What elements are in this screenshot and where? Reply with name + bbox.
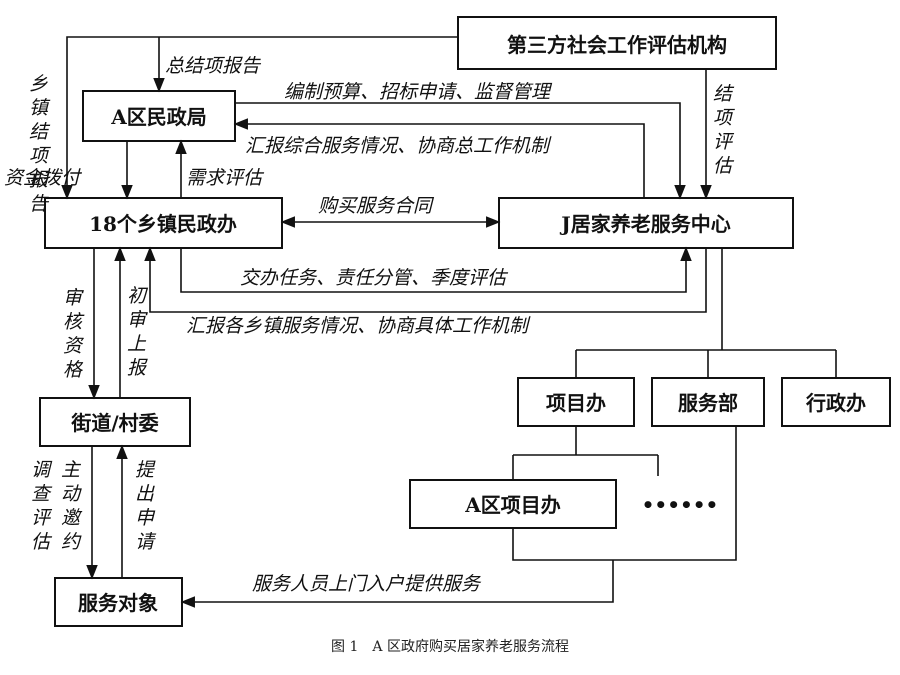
edge-third-to-township [61,36,458,200]
node-target: 服务对象 [54,577,183,627]
node-service-center: J居家养老服务中心 [498,197,794,249]
service-dept-label: 服务部 [678,391,738,415]
label-need-eval: 需求评估 [186,167,265,189]
a-project-office-label: A区项目办 [464,493,561,517]
third-party-label: 第三方社会工作评估机构 [507,33,727,57]
node-township: 18个乡镇民政办 [44,197,283,249]
label-budget: 编制预算、招标申请、监督管理 [284,81,553,103]
edge-dept-to-target [180,560,614,608]
ellipsis-text: •••••• [642,493,719,517]
node-service-dept: 服务部 [651,377,765,427]
label-initial-report: 初审上报 [127,285,149,379]
edge-dept-loop [512,426,737,561]
label-report-township: 汇报各乡镇服务情况、协商具体工作机制 [186,315,531,337]
figure-caption: 图 1 A 区政府购买居家养老服务流程 [331,639,569,655]
label-fund-pay: 资金拨付 [4,167,83,189]
edge-township-to-center [180,246,692,293]
edge-bureau-to-center [235,102,686,200]
label-survey: 调查评估 [31,459,53,553]
edge-center-to-township [144,246,707,313]
node-third-party: 第三方社会工作评估机构 [457,16,777,70]
service-center-label: J居家养老服务中心 [559,212,730,236]
flow-diagram: 第三方社会工作评估机构 A区民政局 18个乡镇民政办 J居家养老服务中心 街道/… [4,16,891,627]
label-closure-eval: 结项评估 [713,83,735,177]
township-label: 18个乡镇民政办 [89,212,237,236]
node-admin-office: 行政办 [781,377,891,427]
street-label: 街道/村委 [70,411,158,435]
node-street: 街道/村委 [39,397,191,447]
target-label: 服务对象 [78,591,158,615]
civil-bureau-label: A区民政局 [110,105,207,129]
label-final-report: 总结项报告 [165,55,262,77]
node-project-office: 项目办 [517,377,635,427]
label-contract: 购买服务合同 [318,195,435,217]
label-town-report: 乡镇结项报告 [29,73,51,215]
label-assign: 交办任务、责任分管、季度评估 [240,267,509,289]
label-review: 审核资格 [63,287,85,381]
admin-office-label: 行政办 [805,391,866,415]
node-civil-bureau: A区民政局 [82,90,236,142]
node-a-project-office: A区项目办 [409,479,617,529]
label-report-overall: 汇报综合服务情况、协商总工作机制 [245,135,552,157]
edge-center-to-bureau [233,118,645,198]
project-office-label: 项目办 [546,391,606,415]
label-home-service: 服务人员上门入户提供服务 [252,573,482,595]
label-apply: 提出申请 [135,459,157,553]
label-invite: 主动邀约 [61,459,83,553]
